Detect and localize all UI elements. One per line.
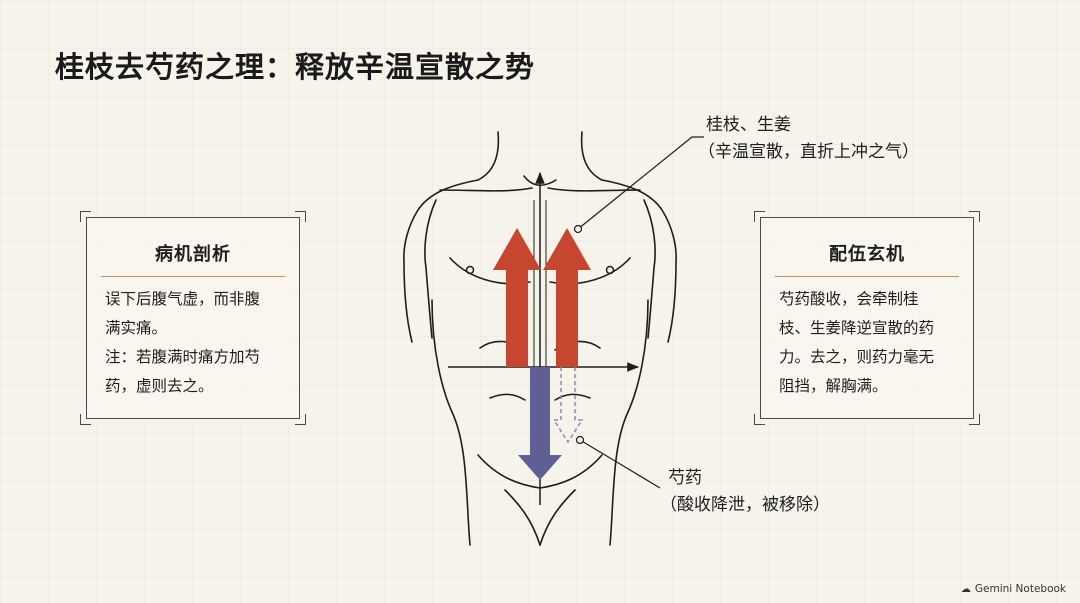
formula-card: 配伍玄机 芍药酸收，会牵制桂 枝、生姜降逆宣散的药 力。去之，则药力毫无 阻挡，… — [754, 211, 980, 425]
callout-guizhi-name: 桂枝、生姜 — [706, 115, 791, 135]
watermark: ☁ Gemini Notebook — [961, 583, 1066, 595]
card-line: 芍药酸收，会牵制桂 — [779, 290, 919, 308]
formula-card-body: 芍药酸收，会牵制桂 枝、生姜降逆宣散的药 力。去之，则药力毫无 阻挡，解胸满。 — [761, 277, 973, 401]
callout-shaoyao: 芍药 （酸收降泄，被移除） — [660, 465, 830, 519]
down-arrow — [518, 367, 562, 480]
leader-dot — [573, 224, 583, 234]
card-line: 枝、生姜降逆宣散的药 — [779, 319, 935, 337]
callout-guizhi-note: （辛温宣散，直折上冲之气） — [698, 142, 919, 162]
card-line: 注：若腹满时痛方加芍 — [105, 348, 261, 366]
card-line: 误下后腹气虚，而非腹 — [105, 290, 261, 308]
page-title: 桂枝去芍药之理：释放辛温宣散之势 — [55, 50, 536, 84]
leader-line-top — [577, 136, 704, 230]
card-corner-ornament — [754, 414, 765, 425]
leader-dot — [575, 435, 585, 445]
chest-mark — [605, 265, 615, 275]
leader-line-bottom — [579, 439, 661, 489]
dashed-down-arrow — [552, 367, 584, 444]
card-corner-ornament — [969, 414, 980, 425]
formula-card-title: 配伍玄机 — [829, 244, 905, 265]
card-line: 力。去之，则药力毫无 — [779, 348, 935, 366]
up-arrow-right — [543, 228, 591, 367]
card-corner-ornament — [295, 414, 306, 425]
card-corner-ornament — [80, 211, 91, 222]
callout-shaoyao-name: 芍药 — [668, 468, 702, 488]
pathology-card-title: 病机剖析 — [155, 244, 231, 265]
card-corner-ornament — [295, 211, 306, 222]
card-corner-ornament — [80, 414, 91, 425]
card-divider — [101, 276, 285, 277]
chest-mark — [465, 265, 475, 275]
torso-outline — [403, 131, 677, 546]
pathology-card: 病机剖析 误下后腹气虚，而非腹 满实痛。 注：若腹满时痛方加芍 药，虚则去之。 — [80, 211, 306, 425]
pathology-card-body: 误下后腹气虚，而非腹 满实痛。 注：若腹满时痛方加芍 药，虚则去之。 — [87, 277, 299, 401]
card-divider — [775, 276, 959, 277]
card-corner-ornament — [969, 211, 980, 222]
card-line: 满实痛。 — [105, 319, 168, 337]
up-arrow-left — [493, 228, 541, 367]
card-line: 药，虚则去之。 — [105, 377, 214, 395]
card-line: 阻挡，解胸满。 — [779, 377, 888, 395]
watermark-label: Gemini Notebook — [974, 583, 1066, 595]
card-corner-ornament — [754, 211, 765, 222]
cloud-icon: ☁ — [960, 583, 971, 595]
callout-guizhi: 桂枝、生姜 （辛温宣散，直折上冲之气） — [698, 112, 919, 166]
callout-shaoyao-note: （酸收降泄，被移除） — [660, 495, 830, 515]
